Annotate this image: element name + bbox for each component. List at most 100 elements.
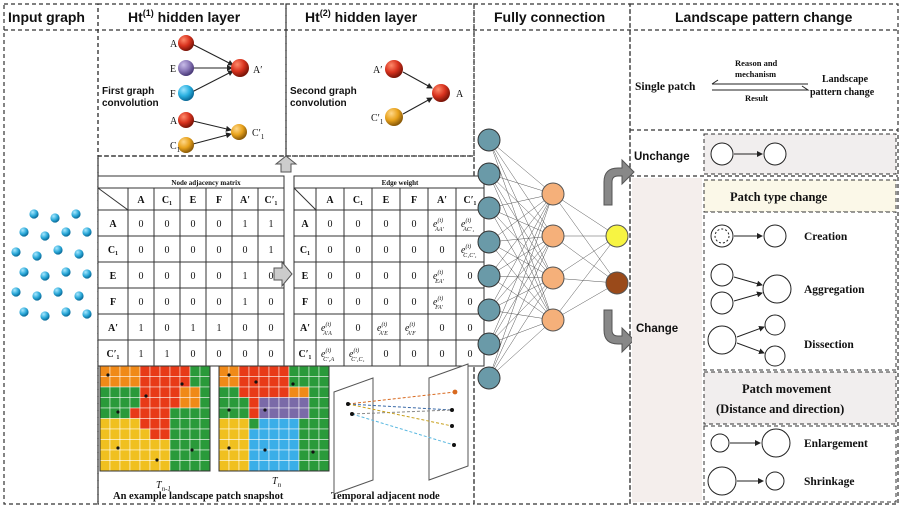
matrix-cell: 0: [440, 245, 445, 256]
patch-movement-label-2: (Distance and direction): [716, 402, 844, 416]
snapshot-right-cell: [258, 460, 270, 472]
fully-connected-network: [477, 128, 629, 390]
snapshot-right-cell: [228, 418, 240, 430]
matrix-col-header: F: [216, 195, 222, 206]
snapshot-left-cell: [169, 386, 181, 398]
matrix-cell: 0: [356, 297, 361, 308]
node-c1-prime-sphere: [231, 124, 247, 140]
matrix-cell: 1: [269, 219, 274, 230]
snapshot-left-cell: [139, 407, 151, 419]
snapshot-right-cell: [268, 428, 280, 440]
snapshot-left-cell: [119, 397, 131, 409]
snapshot-left-cell: [129, 376, 141, 388]
snapshot-right-cell: [248, 418, 260, 430]
snapshot-right-cell: [298, 386, 310, 398]
snapshot-left-cell: [189, 460, 201, 472]
matrix-row-header: F: [302, 297, 308, 308]
matrix-cell: e(t)FA′: [433, 295, 444, 311]
matrix-cell: 0: [191, 219, 196, 230]
matrix-cell: 0: [269, 297, 274, 308]
node-c1-sphere: [178, 137, 194, 153]
snapshot-left-cell: [149, 428, 161, 440]
snapshot-right-cell: [298, 407, 310, 419]
snapshot-left-cell: [199, 418, 211, 430]
snapshot-left-cell: [119, 449, 131, 461]
matrix-col-header: C′₁: [463, 195, 476, 206]
fc-input-node: [477, 162, 501, 186]
snapshot-left-cell: [199, 365, 211, 377]
matrix-col-header: F: [411, 195, 417, 206]
matrix-cell: 0: [328, 271, 333, 282]
snapshot-left-cell: [129, 428, 141, 440]
input-node: [74, 291, 84, 301]
snapshot-left-cell: [149, 407, 161, 419]
temporal-caption: Temporal adjacent node: [331, 491, 440, 502]
fc-output-unchange-node: [605, 224, 629, 248]
snapshot-left-cell: [99, 449, 111, 461]
snapshot-right-cell: [248, 407, 260, 419]
snapshot-left-cell: [199, 397, 211, 409]
snapshot-right-cell: [288, 397, 300, 409]
snapshot-right-cell: [218, 449, 230, 461]
fc-input-node: [477, 128, 501, 152]
patch-type-change-label: Patch type change: [730, 190, 828, 204]
matrix-cell: 0: [384, 297, 389, 308]
node-a-sphere-2: [432, 84, 450, 102]
matrix-row-header: E: [302, 271, 309, 282]
second-conv-label-1: Second graph: [290, 86, 357, 97]
matrix-cell: e(t)C′₁C₁: [349, 347, 365, 363]
pattern-label-1: Landscape: [822, 74, 869, 85]
snapshot-left-cell: [189, 376, 201, 388]
matrix-cell: 0: [356, 271, 361, 282]
snapshot-left-cell: [159, 376, 171, 388]
snapshot-left-cell: [169, 439, 181, 451]
matrix-col-header: A′: [240, 195, 250, 206]
input-node: [32, 251, 42, 261]
fc-hidden-node: [541, 308, 565, 332]
landscape-pattern-panel: Single patch Reason and mechanism Result…: [632, 58, 897, 503]
reason-label: Reason and: [735, 58, 778, 68]
matrix-cell: 0: [217, 271, 222, 282]
snapshot-right-cell: [278, 428, 290, 440]
snapshot-left-cell: [99, 460, 111, 472]
snapshot-right-cell: [288, 460, 300, 472]
snapshot-right-cell: [238, 449, 250, 461]
snapshot-right-cell: [318, 449, 330, 461]
snapshot-right-cell: [318, 386, 330, 398]
snapshot-right-cell: [268, 407, 280, 419]
snapshot-left-cell: [169, 449, 181, 461]
snapshot-right-cell: [258, 449, 270, 461]
snapshot-left-cell: [139, 397, 151, 409]
snapshot-left-cell: [169, 428, 181, 440]
input-node: [40, 311, 50, 321]
patch-centroid: [311, 450, 315, 454]
snapshot-left-cell: [159, 365, 171, 377]
fc-input-node: [477, 196, 501, 220]
snapshot-left-cell: [99, 407, 111, 419]
snapshot-right-cell: [218, 460, 230, 472]
matrix-cell: 1: [243, 297, 248, 308]
snapshot-right-cell: [278, 460, 290, 472]
snapshot-left-cell: [189, 418, 201, 430]
snapshot-right-cell: [238, 460, 250, 472]
input-node: [50, 213, 60, 223]
input-node: [11, 247, 21, 257]
snapshot-right-cell: [268, 449, 280, 461]
snapshot-right-cell: [288, 449, 300, 461]
matrix-cell: 0: [384, 219, 389, 230]
snapshot-right-cell: [238, 386, 250, 398]
patch-centroid: [116, 446, 120, 450]
matrix-cell: 0: [328, 245, 333, 256]
matrix-cell: e(t)C′₁A: [321, 347, 335, 363]
snapshot-right-cell: [248, 449, 260, 461]
snapshot-left-cell: [149, 365, 161, 377]
fc-input-node: [477, 366, 501, 390]
snapshot-left-cell: [159, 460, 171, 472]
snapshot-left-cell: [109, 376, 121, 388]
snapshot-left-cell: [139, 439, 151, 451]
matrix-cell: 0: [440, 349, 445, 360]
matrix-cell: 1: [191, 323, 196, 334]
label2-a: A: [456, 89, 464, 100]
input-node: [53, 245, 63, 255]
snapshot-left-cell: [149, 439, 161, 451]
